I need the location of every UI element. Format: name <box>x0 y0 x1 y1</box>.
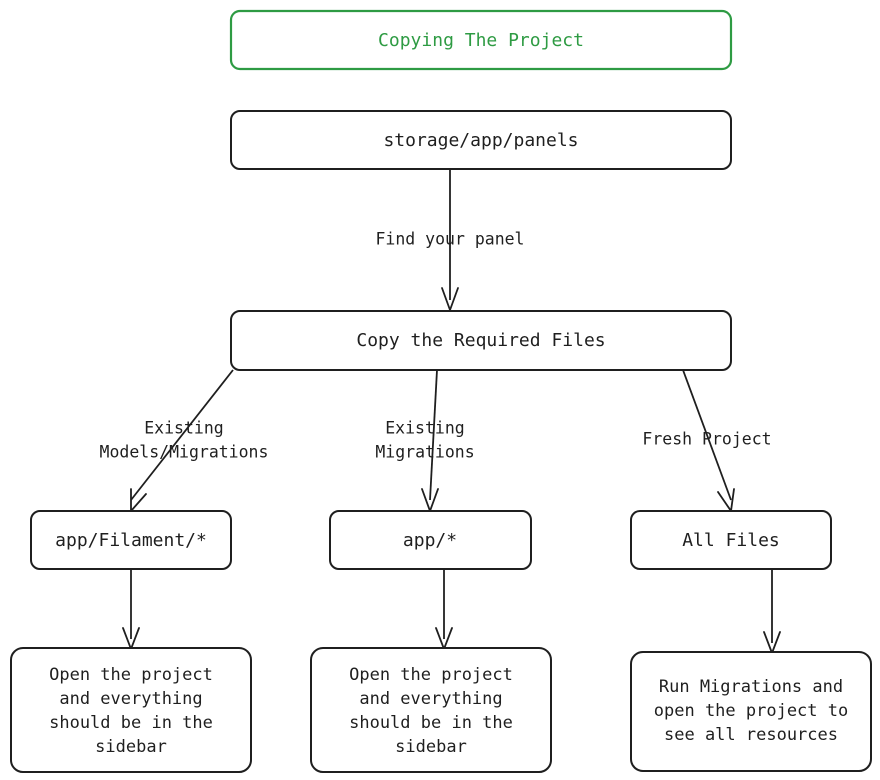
edge-allfiles-to-result3 <box>763 569 781 654</box>
node-title[interactable]: Copying The Project <box>229 9 733 71</box>
node-result1-label-line-2: and everything <box>59 689 202 709</box>
edge-label-existing-models-migrations-1: Existing <box>144 419 223 438</box>
edge-label-existing-migrations-2: Migrations <box>375 443 474 462</box>
node-filament[interactable]: app/Filament/* <box>30 510 232 570</box>
edge-copyfiles-to-filament: Existing Models/Migrations <box>100 369 269 512</box>
node-copyfiles-label: Copy the Required Files <box>356 330 605 351</box>
node-storage[interactable]: storage/app/panels <box>230 110 732 170</box>
node-result1-label-line-1: Open the project <box>49 665 213 685</box>
node-result3-shape <box>630 651 872 772</box>
node-result3-label-line-1: Run Migrations and <box>659 677 843 697</box>
node-appstar[interactable]: app/* <box>329 510 532 570</box>
node-copyfiles-shape <box>230 310 732 371</box>
node-result3-label-line-2: open the project to <box>654 701 848 721</box>
node-result2-label-line-4: sidebar <box>395 737 467 757</box>
node-result3-label-line-3: see all resources <box>664 725 838 745</box>
edge-line <box>682 369 732 501</box>
arrowhead-icon <box>130 488 147 512</box>
edge-filament-to-result1 <box>122 569 140 650</box>
node-result1-label-line-4: sidebar <box>95 737 167 757</box>
edge-copyfiles-to-appstar: Existing Migrations <box>375 369 475 512</box>
edge-storage-to-copyfiles: Find your panel <box>375 169 525 311</box>
edge-appstar-to-result2 <box>435 569 453 650</box>
edge-label-existing-migrations-1: Existing <box>385 419 464 438</box>
node-result2[interactable]: Open the project and everything should b… <box>310 647 552 773</box>
node-allfiles-shape <box>630 510 832 570</box>
edge-label-existing-models-migrations-2: Models/Migrations <box>100 443 269 462</box>
node-result2-label-line-2: and everything <box>359 689 502 709</box>
node-result2-label-line-1: Open the project <box>349 665 513 685</box>
node-filament-label: app/Filament/* <box>55 530 207 551</box>
node-result1-label-line-3: should be in the <box>49 713 213 733</box>
node-storage-label: storage/app/panels <box>383 130 578 151</box>
node-result3[interactable]: Run Migrations and open the project to s… <box>630 651 872 772</box>
edge-label-fresh-project: Fresh Project <box>642 430 771 449</box>
node-allfiles[interactable]: All Files <box>630 510 832 570</box>
node-copyfiles[interactable]: Copy the Required Files <box>230 310 732 371</box>
node-result1-shape <box>10 647 252 773</box>
node-result2-shape <box>310 647 552 773</box>
node-appstar-shape <box>329 510 532 570</box>
edge-line <box>429 369 438 501</box>
node-storage-shape <box>230 110 732 170</box>
edge-line <box>130 369 234 501</box>
node-allfiles-label: All Files <box>682 530 780 551</box>
arrowhead-icon <box>717 488 735 512</box>
node-appstar-label: app/* <box>403 530 457 551</box>
edge-label-find-your-panel: Find your panel <box>375 230 524 249</box>
node-title-label: Copying The Project <box>378 30 584 51</box>
node-result1[interactable]: Open the project and everything should b… <box>10 647 252 773</box>
edge-copyfiles-to-allfiles: Fresh Project <box>642 369 772 512</box>
node-title-shape <box>229 9 733 71</box>
node-result2-label-line-3: should be in the <box>349 713 513 733</box>
